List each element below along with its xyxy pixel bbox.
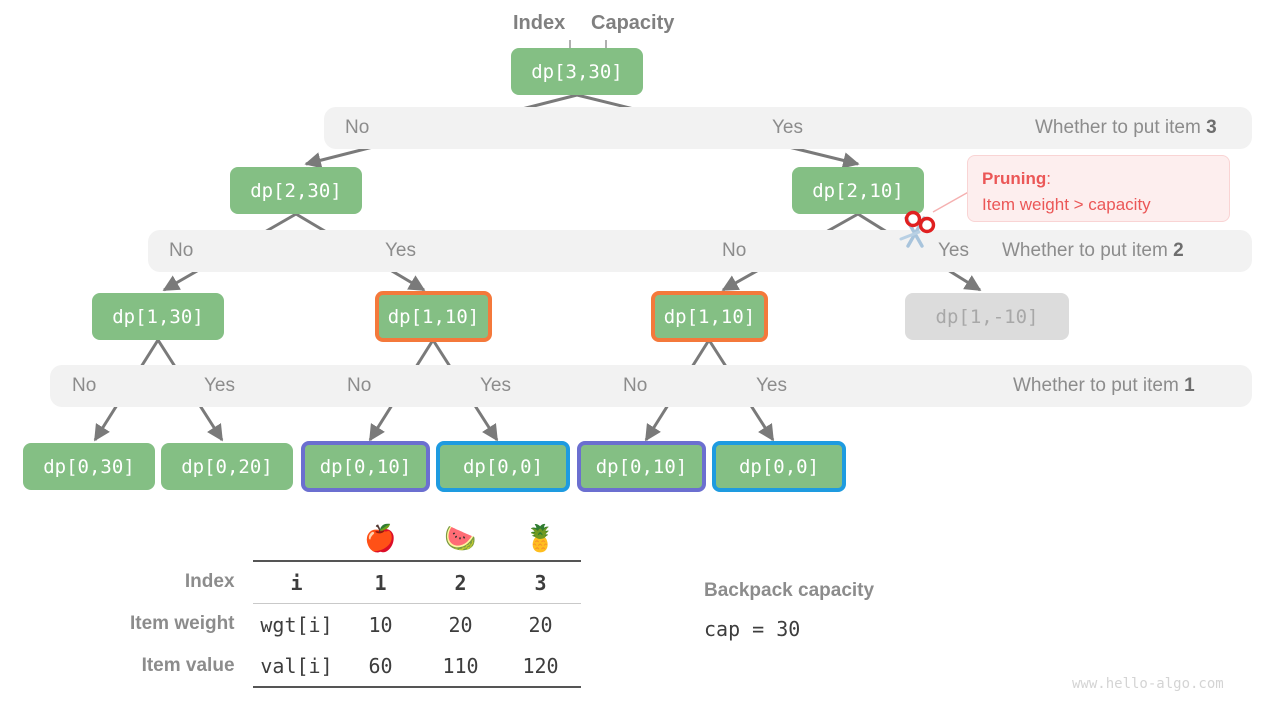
node-dp-3-30[interactable]: dp[3,30]: [511, 48, 643, 95]
backpack-capacity-value: cap = 30: [704, 617, 801, 641]
level-strip-item1: [50, 365, 1252, 407]
strip1-yes3-label: Yes: [756, 375, 787, 396]
emoji-row-spacer: [130, 518, 253, 561]
value-value-2: 110: [420, 645, 501, 688]
items-table: 🍎 🍉 🍍 Index i 1 2 3 Item weight wgt[i] 1…: [130, 518, 581, 688]
strip1-yes2-label: Yes: [480, 375, 511, 396]
node-dp-2-30[interactable]: dp[2,30]: [230, 167, 362, 214]
strip1-question-prefix: Whether to put item: [1013, 375, 1185, 396]
leaf-dp-0-30[interactable]: dp[0,30]: [23, 443, 155, 490]
apple-icon: 🍎: [364, 524, 397, 554]
items-table-grid: 🍎 🍉 🍍 Index i 1 2 3 Item weight wgt[i] 1…: [130, 518, 581, 688]
capacity-annotation-label: Capacity: [591, 12, 675, 34]
strip1-no2-label: No: [347, 375, 372, 396]
weight-value-3: 20: [500, 603, 581, 645]
strip3-question-item: 3: [1206, 117, 1217, 138]
node-dp-1-10-left[interactable]: dp[1,10]: [375, 291, 492, 342]
value-value-1: 60: [340, 645, 421, 688]
pruning-callout: Pruning: Item weight > capacity: [967, 155, 1230, 222]
level-strip-item3: [324, 107, 1252, 149]
index-value-3: 3: [500, 560, 581, 604]
table-row-weight: Item weight wgt[i] 10 20 20: [130, 603, 581, 645]
pruning-title-line: Pruning:: [982, 166, 1215, 192]
strip2-no-left-label: No: [169, 240, 194, 261]
pineapple-icon: 🍍: [524, 524, 557, 554]
row-key-index: i: [252, 560, 341, 604]
strip1-no3-label: No: [623, 375, 648, 396]
strip2-question-prefix: Whether to put item: [1002, 240, 1174, 261]
strip2-yes-left-label: Yes: [385, 240, 416, 261]
strip3-question-prefix: Whether to put item: [1035, 117, 1207, 138]
index-value-1: 1: [340, 560, 421, 604]
watermelon-icon: 🍉: [444, 524, 477, 554]
table-row-index: Index i 1 2 3: [130, 560, 581, 604]
strip2-no-right-label: No: [722, 240, 747, 261]
strip1-question-item: 1: [1184, 375, 1195, 396]
strip1-question: Whether to put item 1: [1013, 375, 1195, 397]
strip3-yes-label: Yes: [772, 117, 803, 138]
pruning-title: Pruning: [982, 169, 1047, 188]
backpack-capacity-title: Backpack capacity: [704, 580, 875, 601]
leaf-dp-0-20[interactable]: dp[0,20]: [161, 443, 293, 490]
node-dp-1-10-right[interactable]: dp[1,10]: [651, 291, 768, 342]
table-row-value: Item value val[i] 60 110 120: [130, 645, 581, 688]
leaf-dp-0-0-a[interactable]: dp[0,0]: [436, 441, 570, 492]
strip2-question-item: 2: [1173, 240, 1184, 261]
row-header-value: Item value: [141, 655, 235, 676]
index-value-2: 2: [420, 560, 501, 604]
value-value-3: 120: [500, 645, 581, 688]
node-dp-2-10[interactable]: dp[2,10]: [792, 167, 924, 214]
strip1-no1-label: No: [72, 375, 97, 396]
site-watermark: www.hello-algo.com: [1072, 676, 1224, 692]
scissors-icon: [899, 210, 936, 248]
row-header-index: Index: [184, 571, 235, 593]
pruning-colon: :: [1046, 169, 1051, 188]
strip3-no-label: No: [345, 117, 370, 138]
level-strip-item2: [148, 230, 1252, 272]
weight-value-2: 20: [420, 603, 501, 645]
strip3-question: Whether to put item 3: [1035, 117, 1217, 139]
emoji-key-spacer: [253, 518, 341, 561]
index-annotation-label: Index: [513, 12, 566, 34]
node-dp-1-neg10[interactable]: dp[1,-10]: [905, 293, 1069, 340]
row-key-value: val[i]: [252, 645, 341, 688]
strip1-yes1-label: Yes: [204, 375, 235, 396]
leaf-dp-0-0-b[interactable]: dp[0,0]: [712, 441, 846, 492]
leaf-dp-0-10-b[interactable]: dp[0,10]: [577, 441, 706, 492]
node-dp-1-30[interactable]: dp[1,30]: [92, 293, 224, 340]
row-header-weight: Item weight: [130, 613, 235, 635]
strip2-question: Whether to put item 2: [1002, 240, 1184, 262]
pruning-text: Item weight > capacity: [982, 194, 1151, 214]
table-emoji-row: 🍎 🍉 🍍: [130, 518, 581, 561]
leaf-dp-0-10-a[interactable]: dp[0,10]: [301, 441, 430, 492]
weight-value-1: 10: [340, 603, 421, 645]
row-key-weight: wgt[i]: [252, 603, 341, 645]
strip2-yes-right-label: Yes: [938, 240, 969, 261]
